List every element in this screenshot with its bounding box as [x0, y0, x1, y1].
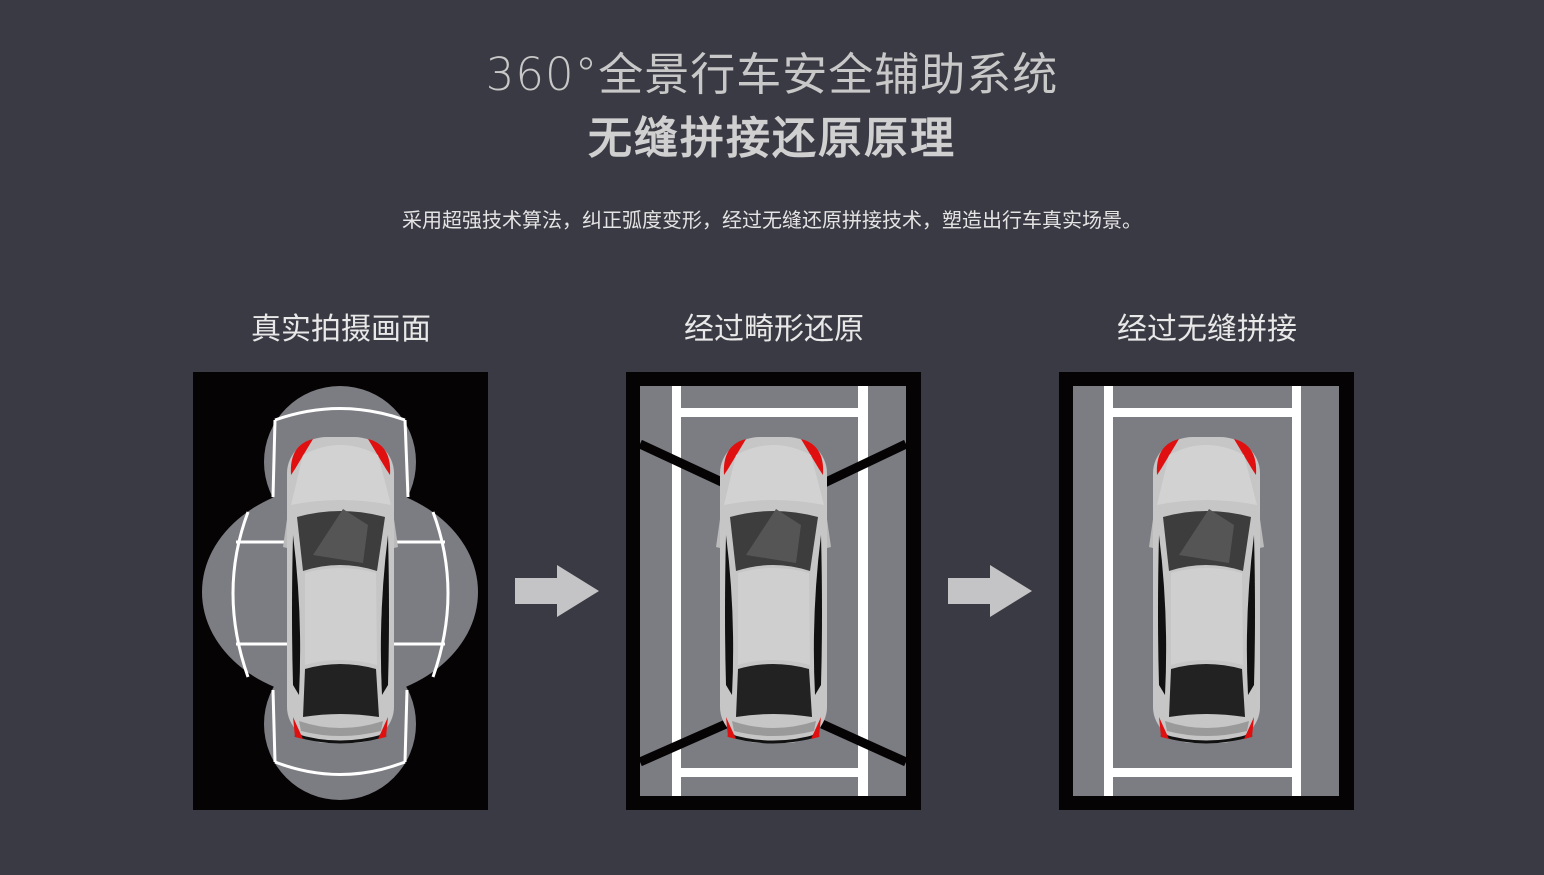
stitched-panel [1059, 372, 1354, 810]
description: 采用超强技术算法，纠正弧度变形，经过无缝还原拼接技术，塑造出行车真实场景。 [402, 208, 1142, 232]
step-label-dewarp: 经过畸形还原 [684, 312, 864, 347]
page-subtitle: 无缝拼接还原原理 [588, 113, 956, 164]
step-label-stitched: 经过无缝拼接 [1117, 312, 1297, 347]
raw-camera-panel [193, 372, 488, 810]
step-label-raw: 真实拍摄画面 [251, 312, 431, 347]
dewarped-panel [626, 372, 921, 810]
arrow-right-icon [948, 565, 1032, 617]
page-title: 360°全景行车安全辅助系统 [485, 48, 1059, 101]
arrow-right-icon [515, 565, 599, 617]
